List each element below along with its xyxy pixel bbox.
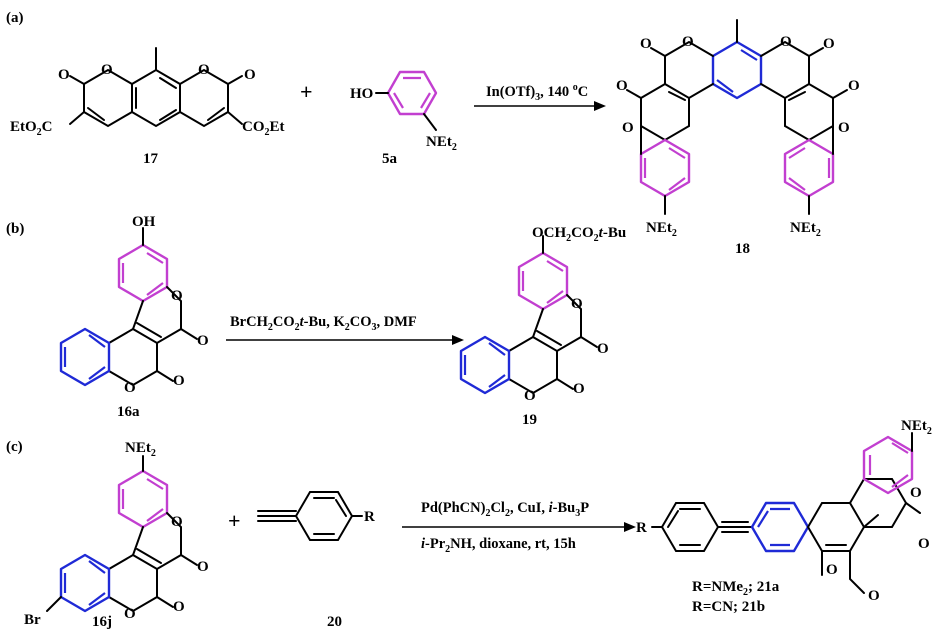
atom-o: O xyxy=(622,120,634,136)
compound-20-structure xyxy=(257,491,363,541)
atom-o: O xyxy=(173,373,185,389)
reaction-arrow-a-head xyxy=(594,101,606,111)
atom-o: O xyxy=(524,388,536,404)
panel-a-tag: (a) xyxy=(6,10,24,26)
compound-16j-structure xyxy=(46,455,198,613)
atom-o: O xyxy=(573,381,585,397)
compound-19-structure xyxy=(459,235,598,395)
atom-o: O xyxy=(244,67,256,83)
atom-o: O xyxy=(101,62,113,78)
hydroxy-label: OH xyxy=(132,214,156,230)
atom-o: O xyxy=(640,36,652,52)
compound-20-id: 20 xyxy=(327,614,342,630)
atom-o: O xyxy=(918,536,930,552)
conditions-c-top: Pd(PhCN)2Cl2, CuI, i-Bu3P xyxy=(421,500,589,519)
atom-o: O xyxy=(682,34,694,50)
plus-sign-a: + xyxy=(300,79,313,104)
amine-label: NEt2 xyxy=(646,220,677,239)
conditions-c-bottom: i-Pr2NH, dioxane, rt, 15h xyxy=(421,536,576,555)
atom-o: O xyxy=(848,78,860,94)
product-21a-label: R=NMe2; 21a xyxy=(692,579,780,598)
atom-o: O xyxy=(173,599,185,615)
atom-o: O xyxy=(780,34,792,50)
plus-sign-c: + xyxy=(228,508,241,533)
atom-o: O xyxy=(198,62,210,78)
amine-label: NEt2 xyxy=(901,418,932,437)
atom-o: O xyxy=(197,333,209,349)
ester-left-label: EtO2C xyxy=(10,119,53,138)
atom-o: O xyxy=(910,485,922,501)
r-group-label: R xyxy=(636,520,647,536)
compound-16a-id: 16a xyxy=(117,404,140,420)
atom-o: O xyxy=(616,78,628,94)
atom-o: O xyxy=(124,606,136,622)
amine-label: NEt2 xyxy=(125,440,156,459)
panel-b-tag: (b) xyxy=(6,221,24,237)
atom-o: O xyxy=(826,562,838,578)
atom-o: O xyxy=(58,67,70,83)
hydroxy-label: HO xyxy=(350,86,373,102)
r-group-label: R xyxy=(364,509,375,525)
compound-21-structure xyxy=(651,432,921,594)
amine-label: NEt2 xyxy=(426,134,457,153)
compound-17-structure xyxy=(69,47,243,128)
atom-o: O xyxy=(197,559,209,575)
amine-label: NEt2 xyxy=(790,220,821,239)
ether-label: OCH2CO2t-Bu xyxy=(532,225,626,244)
reaction-arrow-c-head xyxy=(624,522,636,532)
compound-19-id: 19 xyxy=(522,412,537,428)
atom-o: O xyxy=(571,296,583,312)
atom-o: O xyxy=(597,341,609,357)
atom-o: O xyxy=(823,36,835,52)
compound-16a-structure xyxy=(59,227,198,387)
compound-5a-id: 5a xyxy=(382,151,398,167)
ester-right-label: CO2Et xyxy=(242,119,285,138)
compound-17-id: 17 xyxy=(143,151,159,167)
bromo-label: Br xyxy=(24,612,41,628)
product-21b-label: R=CN; 21b xyxy=(692,599,765,615)
conditions-b: BrCH2CO2t-Bu, K2CO3, DMF xyxy=(230,314,417,333)
atom-o: O xyxy=(171,288,183,304)
compound-16j-id: 16j xyxy=(92,614,112,630)
compound-18-structure xyxy=(626,19,848,215)
atom-o: O xyxy=(124,380,136,396)
conditions-a: In(OTf)3, 140 oC xyxy=(486,82,588,103)
compound-18-id: 18 xyxy=(735,241,750,257)
reaction-arrow-b-head xyxy=(452,335,464,345)
compound-5a-structure xyxy=(375,70,438,131)
panel-c-tag: (c) xyxy=(6,439,23,455)
atom-o: O xyxy=(838,120,850,136)
atom-o: O xyxy=(868,588,880,604)
atom-o: O xyxy=(171,514,183,530)
